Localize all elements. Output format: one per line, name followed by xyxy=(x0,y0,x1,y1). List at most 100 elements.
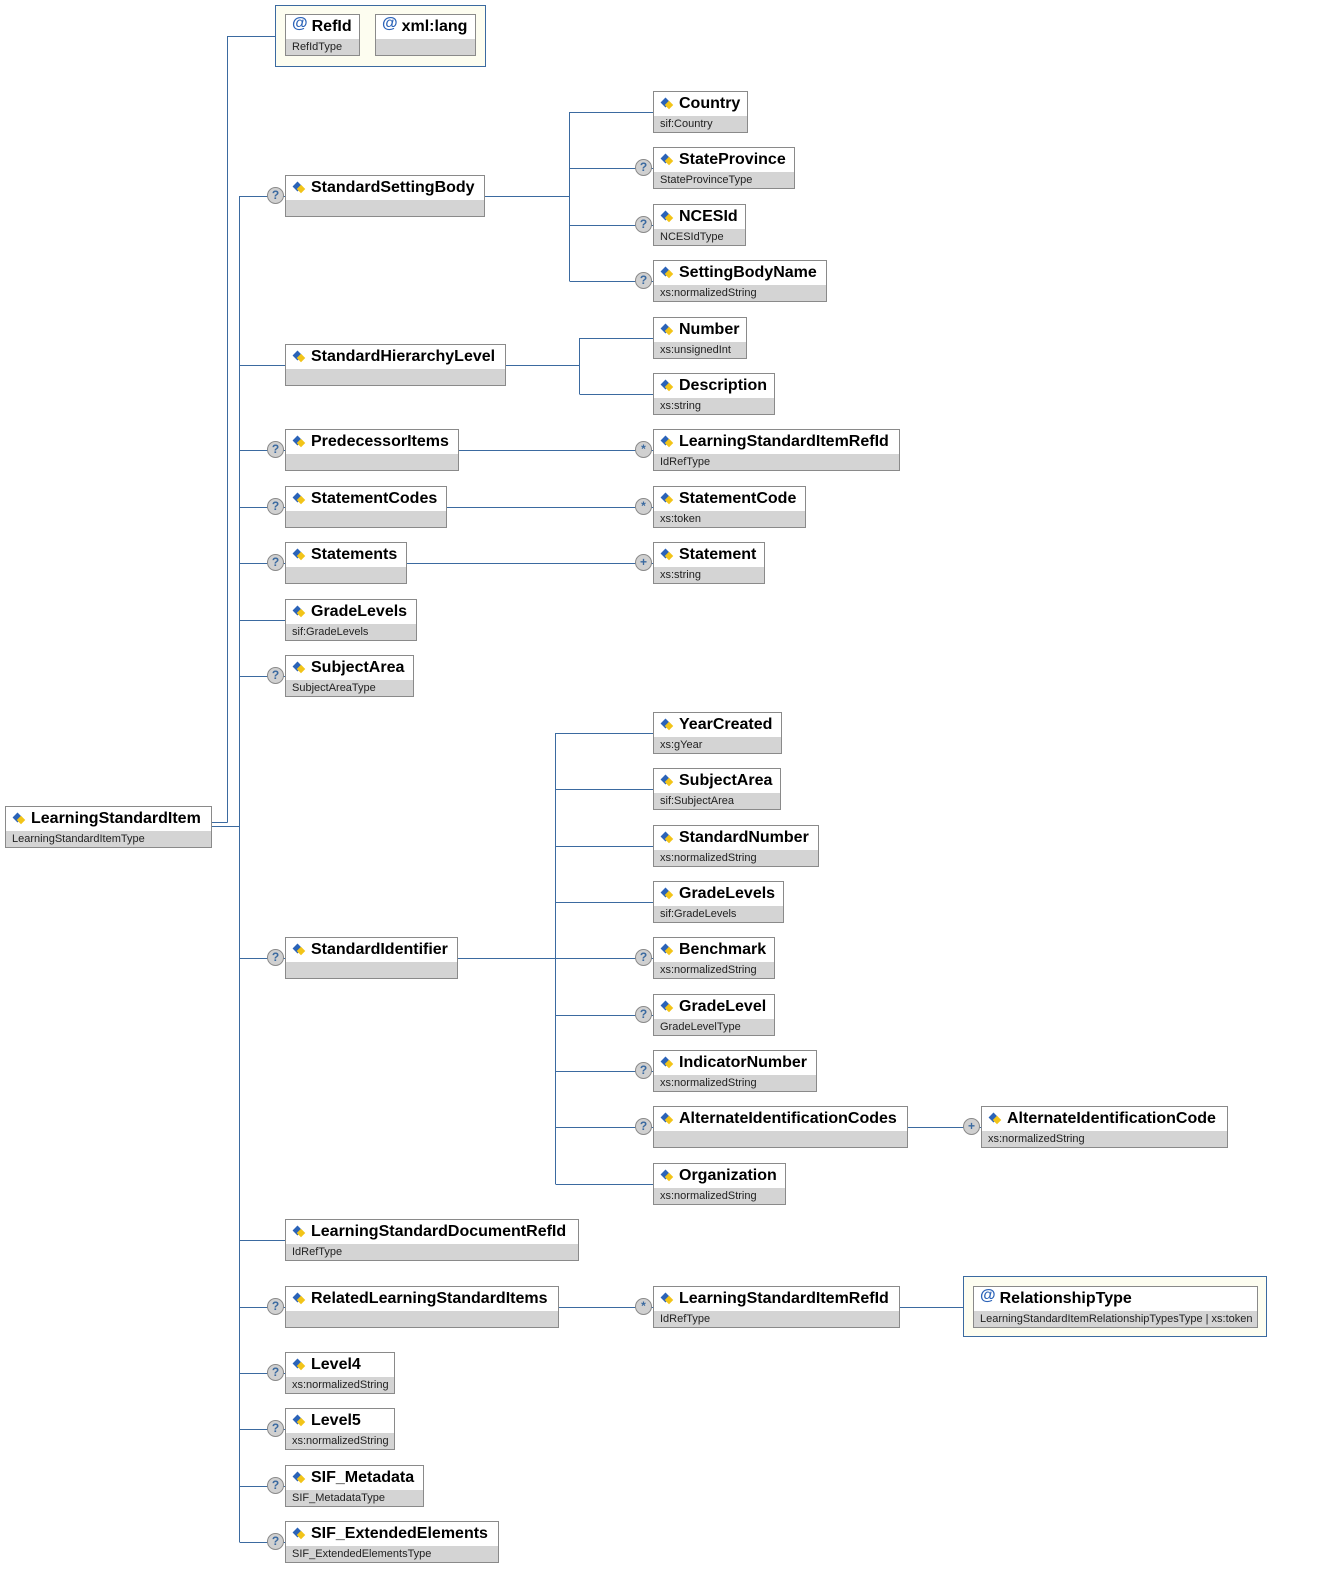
node-type: xs:normalizedString xyxy=(660,964,757,976)
node-name: SubjectArea xyxy=(311,659,405,676)
element-description[interactable]: Description xs:string xyxy=(653,373,775,415)
node-header: SIF_ExtendedElements xyxy=(286,1522,498,1546)
node-type: xs:normalizedString xyxy=(660,1190,757,1202)
node-type: xs:string xyxy=(660,400,701,412)
element-country[interactable]: Country sif:Country xyxy=(653,91,748,133)
element-level5[interactable]: Level5 xs:normalizedString xyxy=(285,1408,395,1450)
attribute-xml-lang[interactable]: @xml:lang xyxy=(375,14,476,56)
element-icon xyxy=(292,1472,306,1484)
zero-or-more-badge: * xyxy=(635,1298,652,1315)
node-type xyxy=(654,1131,907,1148)
node-type: xs:normalizedString xyxy=(292,1435,389,1447)
optional-badge: ? xyxy=(635,216,652,233)
node-header: AlternateIdentificationCode xyxy=(982,1107,1227,1131)
node-name: StatementCode xyxy=(679,490,797,507)
element-statement-code[interactable]: StatementCode xs:token xyxy=(653,486,806,528)
one-or-more-badge: + xyxy=(963,1118,980,1135)
node-name: RelationshipType xyxy=(999,1290,1132,1307)
node-type: RefIdType xyxy=(292,41,343,53)
element-standard-identifier[interactable]: StandardIdentifier xyxy=(285,937,458,979)
node-type: xs:normalizedString xyxy=(292,1379,389,1391)
element-year-created[interactable]: YearCreated xs:gYear xyxy=(653,712,782,754)
node-type xyxy=(376,39,475,56)
node-header: @RefId xyxy=(286,15,359,39)
node-type: LearningStandardItemType xyxy=(12,833,145,845)
node-type xyxy=(286,454,458,471)
node-name: Statement xyxy=(679,546,757,563)
node-type xyxy=(286,1311,558,1328)
node-header: StandardHierarchyLevel xyxy=(286,345,505,369)
node-type xyxy=(286,962,457,979)
node-type: xs:normalizedString xyxy=(660,287,757,299)
node-type xyxy=(286,200,484,217)
node-header: SubjectArea xyxy=(286,656,413,680)
node-type: xs:string xyxy=(660,569,701,581)
element-icon xyxy=(292,606,306,618)
node-type xyxy=(286,369,505,386)
node-name: AlternateIdentificationCodes xyxy=(679,1110,897,1127)
element-icon xyxy=(292,662,306,674)
element-icon xyxy=(660,211,674,223)
element-icon xyxy=(660,944,674,956)
element-icon xyxy=(660,1170,674,1182)
node-type: xs:token xyxy=(660,513,701,525)
element-icon xyxy=(292,351,306,363)
node-header: StandardSettingBody xyxy=(286,176,484,200)
node-type: NCESIdType xyxy=(660,231,724,243)
element-icon xyxy=(292,1226,306,1238)
node-header: Description xyxy=(654,374,774,398)
node-type: IdRefType xyxy=(660,456,711,468)
element-icon xyxy=(660,1001,674,1013)
element-standard-setting-body[interactable]: StandardSettingBody xyxy=(285,175,485,217)
node-header: Country xyxy=(654,92,747,116)
node-name: GradeLevel xyxy=(679,998,767,1015)
node-header: Statements xyxy=(286,543,406,567)
element-icon xyxy=(12,813,26,825)
element-related-learning-standard-items[interactable]: RelatedLearningStandardItems xyxy=(285,1286,559,1328)
optional-badge: ? xyxy=(267,1533,284,1550)
attribute-icon: @ xyxy=(980,1287,996,1304)
element-alternate-identification-codes[interactable]: AlternateIdentificationCodes xyxy=(653,1106,908,1148)
element-icon xyxy=(660,719,674,731)
node-header: StandardNumber xyxy=(654,826,818,850)
element-predecessor-items[interactable]: PredecessorItems xyxy=(285,429,459,471)
node-name: YearCreated xyxy=(679,716,773,733)
optional-badge: ? xyxy=(267,498,284,515)
node-header: Level5 xyxy=(286,1409,394,1433)
element-statement-codes[interactable]: StatementCodes xyxy=(285,486,447,528)
element-standard-hierarchy-level[interactable]: StandardHierarchyLevel xyxy=(285,344,506,386)
node-type: xs:gYear xyxy=(660,739,703,751)
node-name: NCESId xyxy=(679,208,738,225)
element-statement[interactable]: Statement xs:string xyxy=(653,542,765,584)
element-statements[interactable]: Statements xyxy=(285,542,407,584)
element-icon xyxy=(660,324,674,336)
node-type: LearningStandardItemRelationshipTypesTyp… xyxy=(980,1313,1253,1325)
node-header: StateProvince xyxy=(654,148,794,172)
element-icon xyxy=(660,267,674,279)
node-type: sif:Country xyxy=(660,118,713,130)
node-type xyxy=(286,567,406,584)
